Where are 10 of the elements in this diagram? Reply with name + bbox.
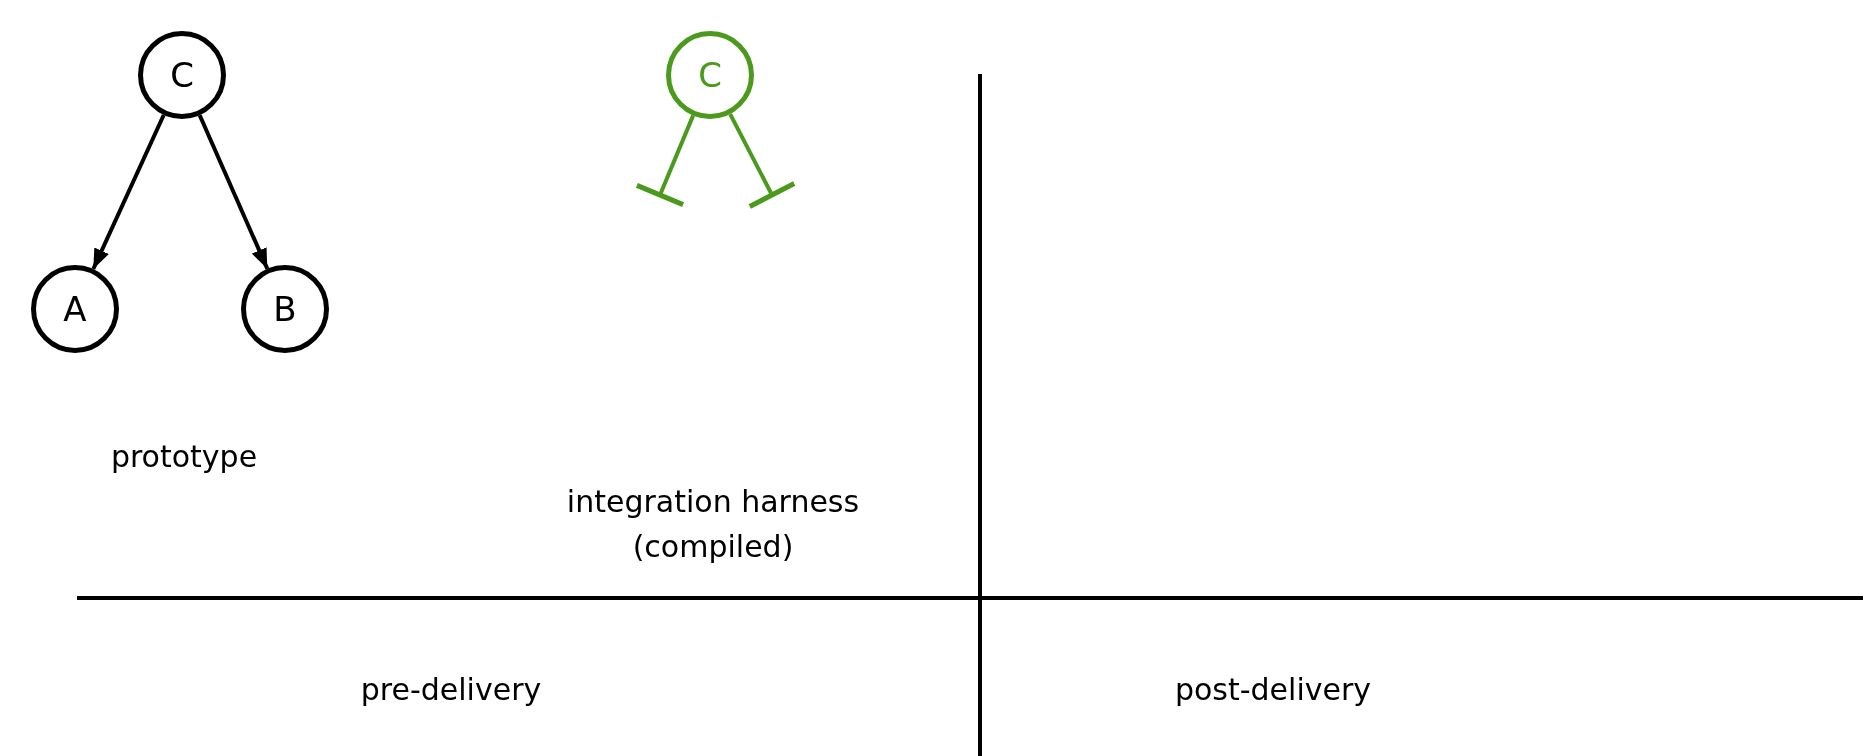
node-label: C xyxy=(170,55,194,95)
text-label: prototype xyxy=(109,437,259,476)
node-label: A xyxy=(63,289,87,329)
arrow xyxy=(91,114,166,270)
node-label: B xyxy=(273,289,297,329)
text-label: pre-delivery xyxy=(359,670,543,709)
text-label: post-delivery xyxy=(1173,670,1373,709)
text-label: integration harness (compiled) xyxy=(565,483,861,566)
node-label: C xyxy=(698,55,722,95)
arrow xyxy=(197,114,270,270)
